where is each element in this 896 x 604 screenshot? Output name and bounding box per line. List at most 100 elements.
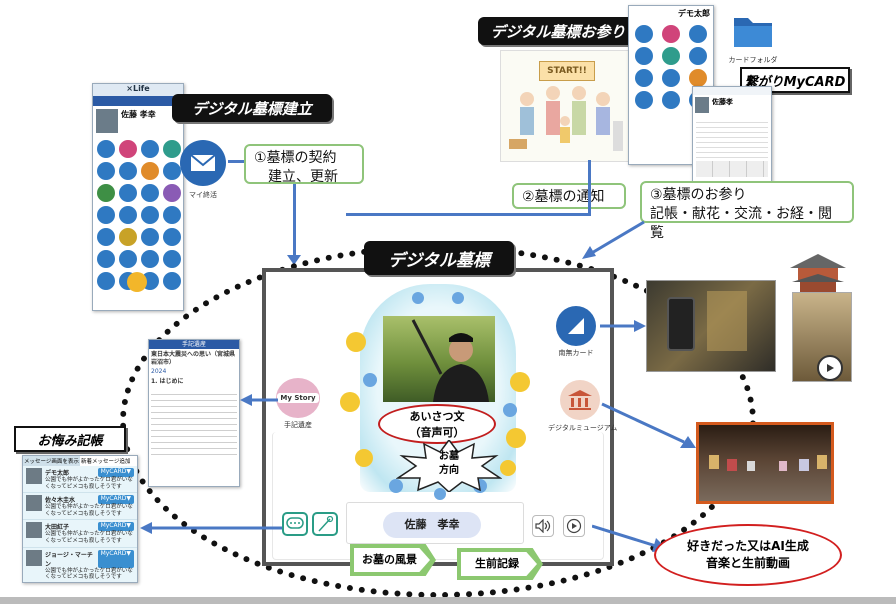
condolence-tab-1[interactable]: メッセージ画面を表示 (23, 456, 80, 466)
notify-step: ②墓標の通知 (512, 183, 626, 209)
entry-name: デモ太郎 (45, 470, 70, 477)
contract-line-2: 建立、更新 (268, 168, 338, 185)
entry-text: 公園でも仲がよかったケロ君がいなくなってピメコも寂しそうです (45, 531, 133, 544)
app-icon[interactable] (163, 140, 181, 158)
entry-name: ジョージ・マーチン (45, 551, 93, 568)
greeting-line-1: あいさつ文 (409, 410, 465, 423)
condolence-tab-2[interactable]: 新着メッセージ追加 (80, 456, 137, 466)
app-user-name: 佐藤 孝幸 (121, 110, 156, 119)
story-label: 手記遺産 (284, 421, 312, 429)
arrow-down (287, 255, 301, 265)
name-field-frame (346, 502, 524, 544)
folder-label: カードフォルダ (728, 56, 778, 64)
portrait-photo (383, 316, 495, 402)
mycard-name: 佐藤孝 (712, 98, 733, 106)
connector-line (346, 213, 591, 216)
scenery-label: お墓の風景 (354, 548, 430, 572)
museum-icon[interactable] (560, 380, 600, 420)
story-icon[interactable]: My Story (276, 378, 320, 418)
app-icon[interactable] (141, 162, 159, 180)
entry-text: 公園でも仲がよかったケロ君がいなくなってピメコも寂しそうです (45, 567, 133, 581)
app-icon[interactable] (97, 140, 115, 158)
speaker-button[interactable] (532, 515, 554, 537)
visit-step-line-1: ③墓標のお参り (650, 187, 747, 203)
app-icon[interactable] (163, 228, 181, 246)
mail-label: マイ終活 (189, 191, 217, 199)
message-button[interactable] (282, 512, 308, 536)
memoir-year: 2024 (151, 368, 167, 375)
visit-tag: デジタル墓標お参り (478, 17, 638, 45)
music-callout: 好きだった又はAI生成 音楽と生前動画 (654, 524, 842, 586)
video-play-icon[interactable] (817, 355, 843, 381)
avatar (26, 549, 42, 566)
monk-video (792, 292, 852, 382)
visit-step-line-2: 記帳・献花・交流・お経・閲覧 (650, 205, 832, 241)
app-icon[interactable] (97, 184, 115, 202)
mycard-tag: 繋がりMyCARD (740, 67, 850, 93)
app-icon[interactable] (163, 162, 181, 180)
app-icon[interactable] (119, 206, 137, 224)
mycard-screen: 佐藤孝 (692, 86, 772, 196)
contract-line-1: ①墓標の契約 (254, 150, 337, 166)
arrow-to-condolence (140, 520, 282, 534)
app-icon[interactable] (141, 206, 159, 224)
mycard-button[interactable]: MyCARD▼ (97, 549, 134, 568)
avatar (26, 495, 42, 512)
museum-gallery (696, 422, 834, 504)
app-icon[interactable] (163, 272, 181, 290)
connector-line (588, 160, 591, 215)
mail-icon[interactable] (180, 140, 226, 186)
app-icon[interactable] (97, 250, 115, 268)
direction-line-1: お墓 (439, 451, 459, 462)
arrow-to-museum (600, 400, 696, 450)
offering-button[interactable] (312, 512, 338, 536)
speaker-icon (535, 519, 551, 533)
build-tag: デジタル墓標建立 (172, 94, 332, 122)
condolence-tag: お悔み記帳 (14, 426, 126, 452)
entry-text: 公園でも仲がよかったケロ君がいなくなってピメコも寂しそうです (45, 477, 133, 490)
app-icon[interactable] (119, 162, 137, 180)
app-icon[interactable] (141, 184, 159, 202)
app-icon[interactable] (141, 250, 159, 268)
memoir-title: 東日本大震災への思い（宮城県岩沼市） (151, 351, 236, 366)
story-badge: My Story (277, 393, 319, 403)
app-icon-grid (93, 136, 183, 294)
flower-wreath (340, 290, 536, 502)
app-icon[interactable] (163, 206, 181, 224)
app-icon[interactable] (119, 184, 137, 202)
app-icon[interactable] (119, 140, 137, 158)
app-icon[interactable] (119, 250, 137, 268)
play-button[interactable] (563, 515, 585, 537)
chat-icon (286, 517, 304, 529)
namu-card-label: 南無カード (558, 349, 594, 357)
app-brand: ×Life (93, 84, 183, 96)
pagoda-illustration (786, 252, 850, 292)
app-icon[interactable] (97, 162, 115, 180)
arrow-to-video (600, 318, 646, 332)
direction-line-2: 方向 (439, 465, 459, 476)
app-icon[interactable] (97, 228, 115, 246)
app-icon[interactable] (97, 206, 115, 224)
deceased-name: 佐藤 孝幸 (383, 512, 481, 538)
callout-line-2: 音楽と生前動画 (705, 556, 790, 570)
app-icon[interactable] (97, 272, 115, 290)
app-icon[interactable] (163, 184, 181, 202)
greeting-bubble: あいさつ文 （音声可） (378, 404, 496, 444)
app-icon[interactable] (119, 228, 137, 246)
avatar (96, 109, 118, 133)
callout-line-1: 好きだった又はAI生成 (687, 539, 809, 553)
mycard-button[interactable]: MyCARD▼ (97, 522, 134, 532)
mycard-button[interactable]: MyCARD▼ (97, 495, 134, 505)
folder-icon[interactable] (728, 8, 778, 54)
app-icon[interactable] (141, 228, 159, 246)
app-icon[interactable] (141, 140, 159, 158)
arrow-to-memoir (240, 392, 278, 406)
app-icon[interactable] (163, 250, 181, 268)
mycard-button[interactable]: MyCARD▼ (97, 468, 134, 477)
namu-card-icon[interactable] (556, 306, 596, 346)
start-banner: START!! (539, 61, 595, 81)
museum-label: デジタルミュージアム (548, 424, 618, 432)
memoir-section: 1. はじめに (151, 377, 184, 385)
